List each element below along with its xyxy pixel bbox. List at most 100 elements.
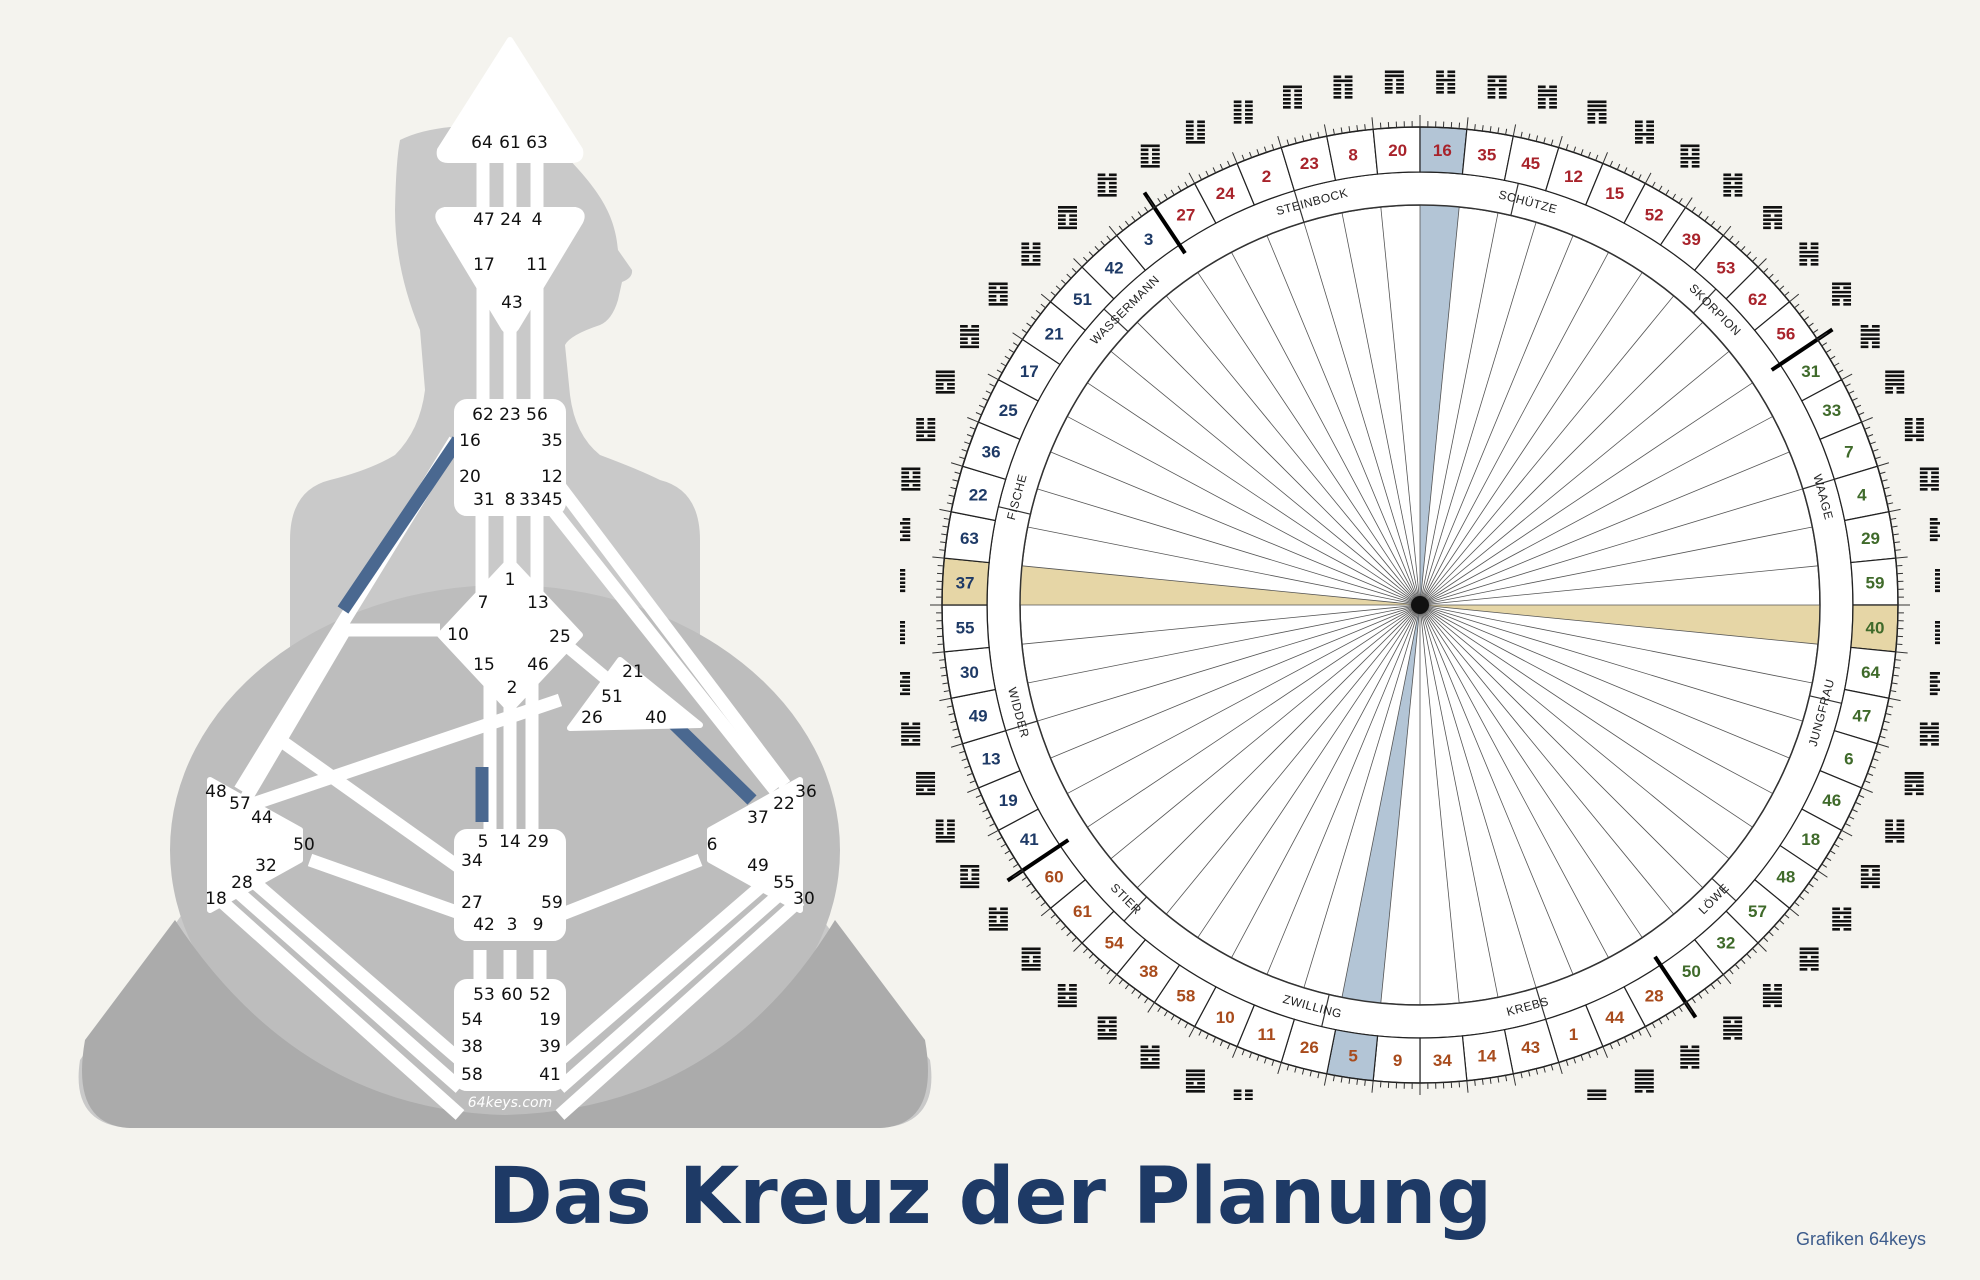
degree-tick <box>1481 1078 1484 1085</box>
degree-tick <box>975 412 982 416</box>
degree-tick <box>1050 913 1056 919</box>
wheel-gate-label-5: 5 <box>1348 1047 1357 1066</box>
degree-tick <box>989 383 996 388</box>
degree-tick <box>1851 397 1858 402</box>
degree-tick <box>1665 1014 1670 1021</box>
degree-tick <box>1829 850 1836 855</box>
degree-tick <box>1746 251 1752 257</box>
degree-tick <box>1558 1062 1563 1075</box>
degree-tick <box>1789 907 1800 917</box>
degree-tick <box>987 373 999 381</box>
degree-tick <box>1890 690 1897 693</box>
degree-tick <box>1071 937 1077 942</box>
degree-tick <box>1861 787 1873 793</box>
wheel-gate-label-52: 52 <box>1645 205 1664 224</box>
wheel-spoke <box>1136 321 1421 606</box>
degree-tick <box>1841 373 1853 381</box>
degree-tick <box>961 758 968 762</box>
heart-center <box>567 657 703 731</box>
degree-tick <box>940 666 947 669</box>
degree-tick <box>1256 149 1260 156</box>
degree-tick <box>1678 1006 1683 1013</box>
degree-tick <box>1108 225 1118 236</box>
hexagram-symbol-icon: ䷧ <box>1933 617 1940 647</box>
wheel-gate-label-33: 33 <box>1822 401 1841 420</box>
degree-tick <box>1466 1080 1469 1093</box>
wheel-ticks <box>930 115 1910 1095</box>
wheel-gate-label-22: 22 <box>969 485 988 504</box>
degree-tick <box>1872 758 1879 762</box>
sign-divider <box>998 506 1031 515</box>
degree-tick <box>1890 517 1897 520</box>
hexagram-symbol-icon: ䷫ <box>1633 1066 1656 1096</box>
spleen-center <box>207 777 303 913</box>
degree-tick <box>1623 1036 1628 1043</box>
degree-tick <box>1348 1077 1351 1084</box>
wheel-spoke <box>1419 252 1609 606</box>
degree-tick <box>982 397 989 402</box>
degree-tick <box>1779 285 1785 291</box>
degree-tick <box>1004 355 1011 360</box>
wheel-spoke <box>1165 295 1421 606</box>
degree-tick <box>1883 720 1890 724</box>
degree-tick <box>943 517 950 520</box>
gate-label-4: 4 <box>532 210 543 230</box>
degree-tick <box>1893 541 1900 544</box>
degree-tick <box>1784 913 1790 919</box>
degree-tick <box>1241 154 1245 161</box>
hexagram-symbol-icon: ䷕ <box>900 463 922 493</box>
wheel-gate-label-7: 7 <box>1844 443 1853 462</box>
watermark: 64keys.com <box>468 1095 552 1111</box>
degree-tick <box>1256 1054 1260 1061</box>
wheel-gate-label-32: 32 <box>1716 934 1735 953</box>
degree-tick <box>1497 127 1500 134</box>
degree-tick <box>1710 220 1716 227</box>
degree-tick <box>969 426 976 430</box>
wheel-spoke <box>1110 604 1421 860</box>
hexagram-symbol-icon: ䷳ <box>1678 141 1701 171</box>
degree-tick <box>1050 291 1056 297</box>
wheel-gate-label-1: 1 <box>1569 1025 1578 1044</box>
wheel-spoke <box>1419 604 1790 759</box>
gate-label-59: 59 <box>541 893 563 913</box>
gate-label-37: 37 <box>747 808 769 828</box>
degree-tick <box>978 801 985 806</box>
wheel-gate-label-27: 27 <box>1176 205 1195 224</box>
gate-label-41: 41 <box>539 1065 561 1085</box>
hexagram-symbol-icon: ䷁ <box>1231 97 1254 127</box>
hexagram-symbol-icon: ䷥ <box>1096 1013 1119 1043</box>
degree-tick <box>1789 293 1800 303</box>
wheel-gate-label-2: 2 <box>1262 167 1271 186</box>
degree-tick <box>941 533 948 536</box>
degree-tick <box>1309 1070 1312 1077</box>
gate-label-26: 26 <box>581 708 603 728</box>
degree-tick <box>1323 124 1328 137</box>
degree-tick <box>1803 889 1810 894</box>
hexagram-symbol-icon: ䷽ <box>1797 238 1820 268</box>
degree-tick <box>1263 1057 1267 1064</box>
degree-tick <box>1728 235 1734 241</box>
gate-label-46: 46 <box>527 655 549 675</box>
degree-tick <box>948 494 955 497</box>
hexagram-symbol-icon: ䷐ <box>958 321 981 351</box>
degree-tick <box>1887 502 1894 505</box>
degree-tick <box>1678 197 1683 204</box>
gate-label-5: 5 <box>478 832 489 852</box>
degree-tick <box>1012 870 1023 878</box>
degree-tick <box>1658 185 1663 192</box>
degree-tick <box>1587 151 1591 158</box>
hexagram-symbol-icon: ䷆ <box>1903 414 1926 444</box>
degree-tick <box>1883 486 1890 490</box>
gate-label-45: 45 <box>541 490 563 510</box>
degree-tick <box>1294 1066 1297 1073</box>
degree-tick <box>1558 135 1563 148</box>
wheel-gate-label-9: 9 <box>1393 1051 1402 1070</box>
gate-label-53: 53 <box>473 985 495 1005</box>
degree-tick <box>1543 137 1546 144</box>
wheel-gate-label-35: 35 <box>1477 145 1496 164</box>
degree-tick <box>1066 931 1072 937</box>
degree-tick <box>1147 1002 1155 1013</box>
